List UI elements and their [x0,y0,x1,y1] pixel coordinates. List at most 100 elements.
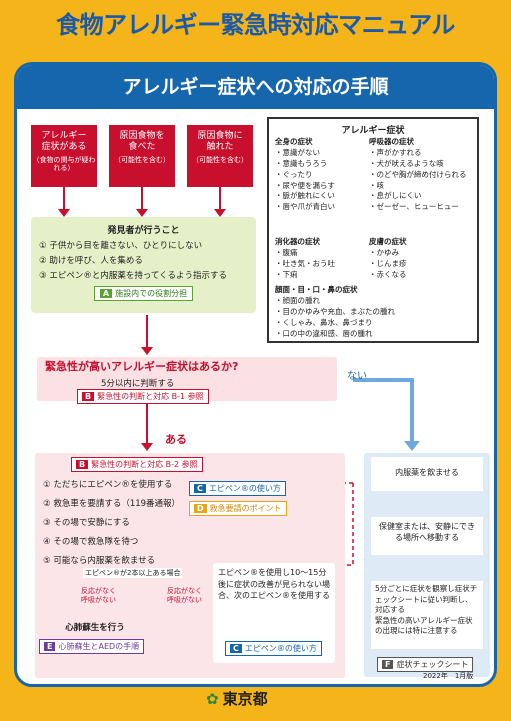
arrowhead [141,347,153,355]
ref-tag-b: B [82,392,95,401]
symptoms-box: アレルギー症状 全身の症状 ・意識がない ・意識もうろう ・ぐったり ・尿や便を… [267,117,479,343]
trigger-note: （可能性を含む） [192,155,248,164]
trigger-symptom-box: アレルギー 症状がある （食物の関与が疑われる） [31,125,97,187]
arrowhead [58,209,70,217]
symptom-item: ・意識がない [275,147,320,157]
no-step-move: 保健室または、安静にできる場所へ移動する [371,517,483,555]
emergency-step: ⑤ 可能なら内服薬を飲ませる [43,556,156,566]
symptoms-heading: アレルギー症状 [341,126,405,136]
ref-label: 症状チェックシート [396,660,469,669]
tokyo-emblem-icon: ✿ [206,690,219,708]
symptom-item: ・吐き気・おう吐 [275,258,335,268]
ref-tag-f: F [382,660,394,669]
symptom-group-title: 消化器の症状 [275,237,320,246]
trigger-touched-box: 原因食物に 触れた （可能性を含む） [187,125,253,187]
ref-tag-d: D [194,504,207,513]
symptom-item: ・脈が触れにくい [275,191,335,201]
trigger-note: （可能性を含む） [114,155,170,164]
ref-label: 心肺蘇生とAEDの手順 [58,642,140,651]
ref-tag-c: C [230,644,242,653]
trigger-label: 触れた [206,142,234,153]
emergency-step: ① ただちにエピペン®を使用する [43,480,173,490]
emergency-step: ④ その場で救急隊を待つ [43,537,139,547]
symptom-item: ・唇や爪が青白い [275,202,335,212]
symptom-item: ・尿や便を漏らす [275,180,335,190]
no-response-label: 反応がなく 呼吸がない [81,587,116,605]
ref-label: 施設内での役割分担 [115,289,188,298]
symptom-item: ・口の中の違和感、唇の腫れ [275,328,373,338]
symptom-group-title: 皮膚の症状 [369,237,407,246]
org-name: 東京都 [222,690,268,708]
arrowhead [141,443,153,451]
cpr-label: 心肺蘇生を行う [65,623,125,633]
ref-label: 緊急性の判断と対応 B-1 参照 [97,392,204,401]
discoverer-box: 発見者が行うこと ① 子供から目を離さない、ひとりにしない ② 助けを呼び、人を… [31,217,256,313]
symptom-item: ・赤くなる [369,269,407,279]
digestive-symptoms: 消化器の症状 ・腹痛 ・吐き気・おう吐 ・下痢 [275,237,335,281]
symptom-item: ・ゼーゼー、ヒューヒュー [369,202,459,212]
symptom-group-title: 呼吸器の症状 [369,137,414,146]
symptom-item: ・のどや胸が締め付けられる [369,169,467,179]
discoverer-heading: 発見者が行うこと [107,226,180,236]
symptom-item: ・目のかゆみや充血、まぶたの腫れ [275,306,395,316]
urgency-question: 緊急性が高いアレルギー症状はあるか? [45,360,239,373]
no-step-medicine: 内服薬を飲ませる [371,457,483,491]
no-step-observe: 5分ごとに症状を観察し症状チェックシートに従い判断し、対応する 緊急性の高いアレ… [371,581,483,649]
symptom-group-title: 全身の症状 [275,137,313,146]
yes-label: ある [165,433,187,446]
emergency-step: ③ その場で安静にする [43,518,130,528]
skin-symptoms: 皮膚の症状 ・かゆみ ・じんま疹 ・赤くなる [369,237,407,281]
ref-label: 緊急性の判断と対応 B-2 参照 [91,460,198,469]
symptom-item: ・意識もうろう [275,158,328,168]
epipen-two-note: エピペン®が2本以上ある場合 [83,568,183,578]
face-symptoms: 顔面・目・口・鼻の症状 ・顔面の腫れ ・目のかゆみや充血、まぶたの腫れ ・くしゃ… [275,285,395,339]
discoverer-item: ① 子供から目を離さない、ひとりにしない [39,241,203,251]
symptom-item: ・腹痛 [275,247,298,257]
respiratory-symptoms: 呼吸器の症状 ・声がかすれる ・犬が吠えるような咳 ・のどや胸が締め付けられる … [369,137,467,213]
trigger-label: 原因食物を [119,131,165,141]
tokyo-logo: ✿東京都 [206,688,268,709]
symptom-item: ・犬が吠えるような咳 [369,158,444,168]
ref-tag-a: A [99,289,113,298]
discoverer-item: ② 助けを呼び、人を集める [39,256,143,266]
trigger-label: アレルギー [41,131,87,141]
urgency-timing: 5分以内に判断する [101,379,175,389]
symptom-item: ・声がかすれる [369,147,422,157]
symptom-item: ・くしゃみ、鼻水、鼻づまり [275,317,373,327]
emergency-steps: ① ただちにエピペン®を使用する ② 救急車を要請する（119番通報） ③ その… [43,481,180,576]
trigger-label: 食べた [128,142,156,153]
ref-label: エピペン®の使い方 [208,484,281,493]
ref-tag-e: E [44,642,56,651]
arrowhead [136,209,148,217]
edition-date: 2022年 1月版 [423,672,474,680]
trigger-ate-box: 原因食物を 食べた （可能性を含む） [109,125,175,187]
discoverer-item: ③ エピペン®と内服薬を持ってくるよう指示する [39,271,227,281]
symptom-item: ・ぐったり [275,169,313,179]
symptom-item: ・かゆみ [369,247,399,257]
ref-label: 救急要請のポイント [209,504,282,513]
no-response-label: 反応がなく 呼吸がない [167,587,202,605]
trigger-label: 症状がある [41,142,87,153]
epipen-repeat-text: エピペン®を使用し10～15分後に症状の改善が見られない場合、次のエピペン®を使… [218,568,330,601]
symptom-item: ・下痢 [275,269,298,279]
ref-tag-b: B [76,460,89,469]
ref-label: エピペン®の使い方 [244,644,317,653]
symptom-item: ・息がしにくい [369,191,422,201]
symptom-item: ・咳 [369,180,384,190]
arrowhead [214,209,226,217]
symptom-group-title: 顔面・目・口・鼻の症状 [275,285,358,294]
emergency-step: ② 救急車を要請する（119番通報） [43,499,181,509]
no-arrow [353,378,414,443]
symptom-item: ・顔面の腫れ [275,295,320,305]
manual-title: 食物アレルギー緊急時対応マニュアル [56,11,455,39]
procedure-heading: アレルギー症状への対応の手順 [17,65,494,109]
ref-tag-c: C [194,484,206,493]
